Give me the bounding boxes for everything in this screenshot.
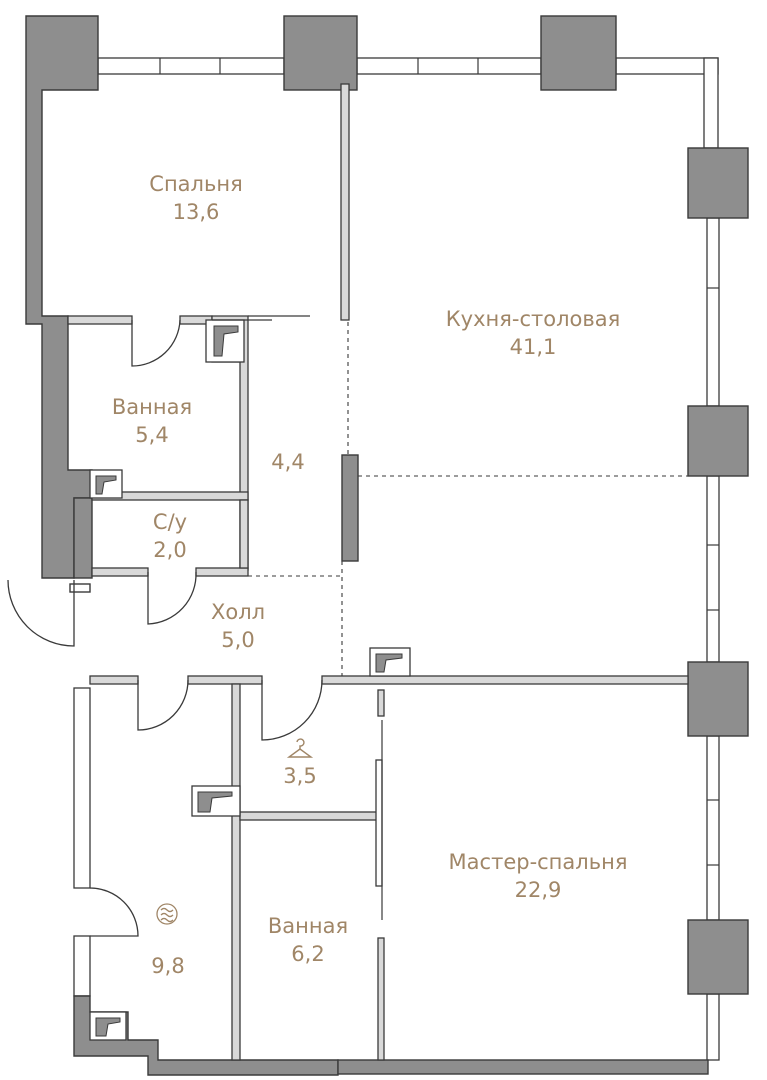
room-master-bedroom: Мастер-спальня 22,9 bbox=[449, 848, 628, 904]
room-area: 22,9 bbox=[514, 878, 562, 902]
zone-lines bbox=[248, 322, 706, 676]
room-area: 4,4 bbox=[271, 450, 305, 474]
room-name: Спальня bbox=[149, 172, 243, 196]
room-area: 13,6 bbox=[172, 200, 220, 224]
room-area: 5,4 bbox=[135, 423, 169, 447]
structural-walls bbox=[25, 15, 749, 1076]
interior-walls bbox=[67, 83, 689, 1061]
room-wardrobe: 3,5 bbox=[283, 762, 316, 790]
room-area: 9,8 bbox=[151, 954, 185, 978]
room-name: Кухня-столовая bbox=[445, 307, 621, 331]
laundry-icon bbox=[156, 903, 178, 925]
room-name: Ванная bbox=[111, 395, 193, 419]
room-bathroom-2: Ванная 6,2 bbox=[268, 912, 348, 968]
room-area: 6,2 bbox=[291, 942, 325, 966]
room-laundry: 9,8 bbox=[151, 952, 184, 980]
room-kitchen-dining: Кухня-столовая 41,1 bbox=[446, 305, 620, 361]
room-bedroom: Спальня 13,6 bbox=[149, 170, 242, 226]
room-name: С/у bbox=[152, 510, 188, 534]
room-wc: С/у 2,0 bbox=[153, 508, 187, 564]
room-hall: Холл 5,0 bbox=[211, 598, 265, 654]
room-name: Ванная bbox=[267, 914, 349, 938]
doors bbox=[7, 315, 323, 937]
room-name: Мастер-спальня bbox=[448, 850, 628, 874]
room-area: 41,1 bbox=[509, 335, 557, 359]
hanger-icon bbox=[286, 738, 314, 758]
room-name: Холл bbox=[210, 600, 266, 624]
ducts bbox=[89, 319, 411, 1041]
room-bathroom-1: Ванная 5,4 bbox=[112, 393, 192, 449]
room-area: 5,0 bbox=[221, 628, 255, 652]
room-area: 2,0 bbox=[153, 538, 187, 562]
room-corridor: 4,4 bbox=[271, 448, 304, 476]
room-area: 3,5 bbox=[283, 764, 317, 788]
